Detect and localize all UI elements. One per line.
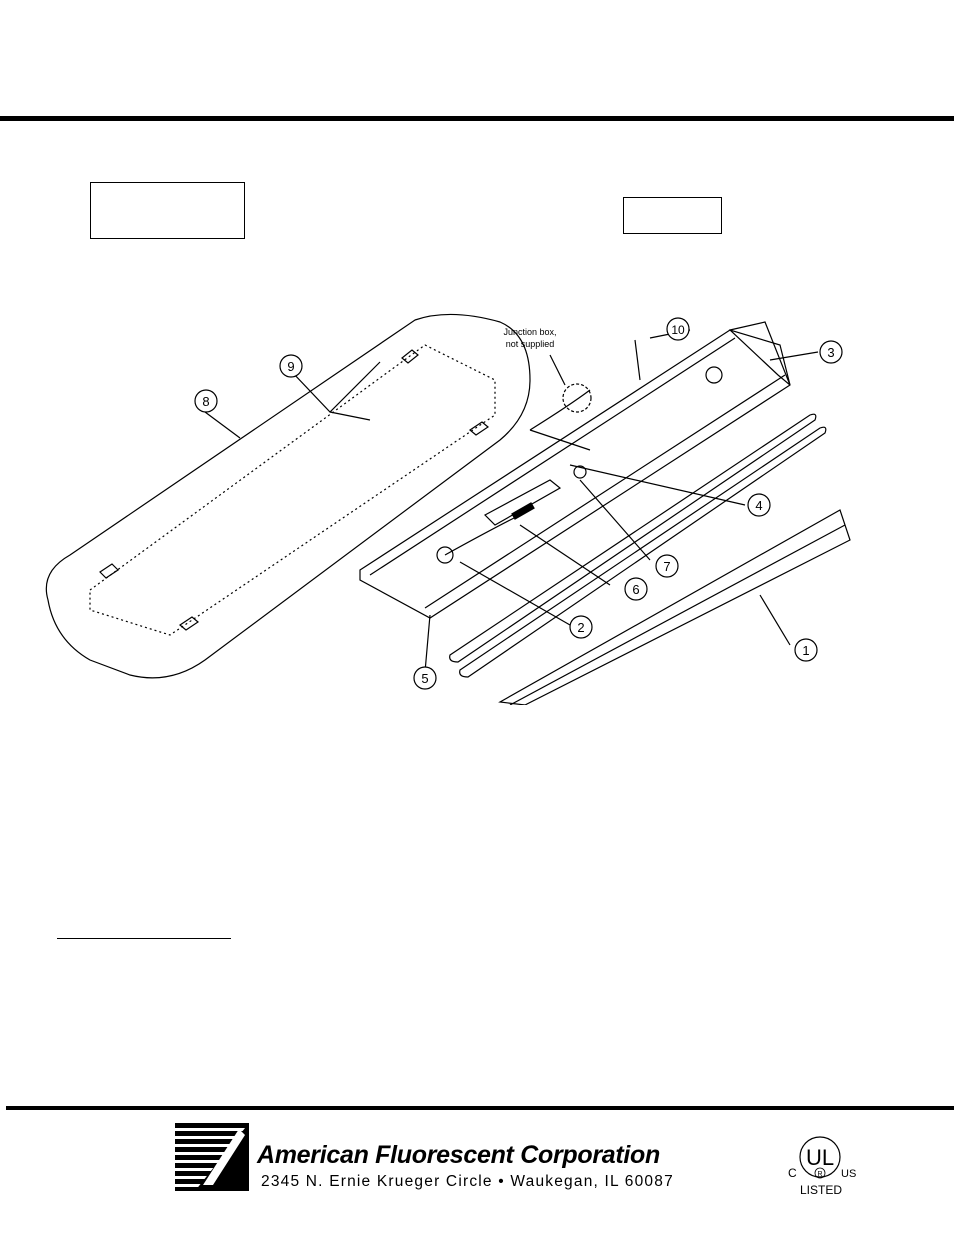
- ul-listed-mark-icon: UL C US R LISTED: [788, 1136, 856, 1197]
- lamp-upper: [449, 413, 817, 663]
- ul-us-letters: US: [841, 1168, 856, 1180]
- lead-2: [459, 561, 571, 626]
- junction-box: [562, 383, 592, 413]
- header-rule: [0, 116, 954, 121]
- callout-1-number: 1: [802, 643, 809, 658]
- junction-note-line1: Junction box,: [503, 327, 556, 337]
- end-bracket: [728, 321, 791, 386]
- lead-4: [569, 464, 746, 506]
- callout-10-number: 10: [671, 323, 685, 337]
- callout-9-number: 9: [287, 359, 294, 374]
- clip-2: [468, 421, 490, 436]
- lead-5: [424, 614, 431, 673]
- lamp-holder-left: [436, 546, 454, 564]
- ul-listed-text: LISTED: [800, 1183, 842, 1197]
- diffuser-inner-dotted: [89, 344, 496, 636]
- company-address: 2345 N. Ernie Krueger Circle • Waukegan,…: [261, 1173, 674, 1190]
- blank-label-box-left: [90, 182, 245, 239]
- callout-7-number: 7: [663, 559, 670, 574]
- ballast-label: [511, 502, 535, 520]
- clip-3: [99, 563, 119, 579]
- ul-letters: UL: [806, 1145, 834, 1170]
- diffuser-lens-outline: [45, 313, 531, 679]
- registered-mark: R: [817, 1171, 822, 1178]
- ballast: [484, 479, 562, 526]
- lead-9: [291, 361, 381, 421]
- company-logo-icon: [175, 1123, 249, 1191]
- channel-rail: [369, 337, 736, 576]
- blank-label-box-right: [623, 197, 722, 234]
- callout-8-number: 8: [202, 394, 209, 409]
- fixture-exploded-diagram: 1 2 3 4 5 6 7 8 9 10 Junction box, not s…: [45, 313, 851, 705]
- wire-harness: [444, 389, 591, 556]
- lamp-lower: [459, 426, 827, 678]
- callout-3-number: 3: [827, 345, 834, 360]
- channel-rail-2: [424, 374, 786, 609]
- lamp-holder-right: [705, 366, 723, 384]
- junction-note-line2: not supplied: [506, 339, 555, 349]
- callout-2-number: 2: [577, 620, 584, 635]
- clip-1: [401, 349, 419, 364]
- lead-7: [579, 479, 651, 561]
- callout-5-number: 5: [421, 671, 428, 686]
- callout-4-number: 4: [755, 498, 762, 513]
- lead-8: [204, 411, 241, 439]
- reflector-shield: [498, 509, 851, 705]
- ul-c-letter: C: [788, 1166, 797, 1180]
- reflector-line: [509, 524, 846, 705]
- clip-4: [178, 616, 200, 631]
- company-name: American Fluorescent Corporation: [257, 1141, 660, 1169]
- lead-1: [759, 594, 791, 646]
- lead-3: [769, 351, 819, 361]
- callout-6-number: 6: [632, 582, 639, 597]
- starter-socket: [573, 465, 587, 479]
- footer-rule: [6, 1106, 954, 1110]
- section-underline: [57, 938, 231, 939]
- lead-junction: [549, 354, 566, 386]
- callout-markers: [194, 317, 843, 690]
- lead-6: [519, 524, 611, 586]
